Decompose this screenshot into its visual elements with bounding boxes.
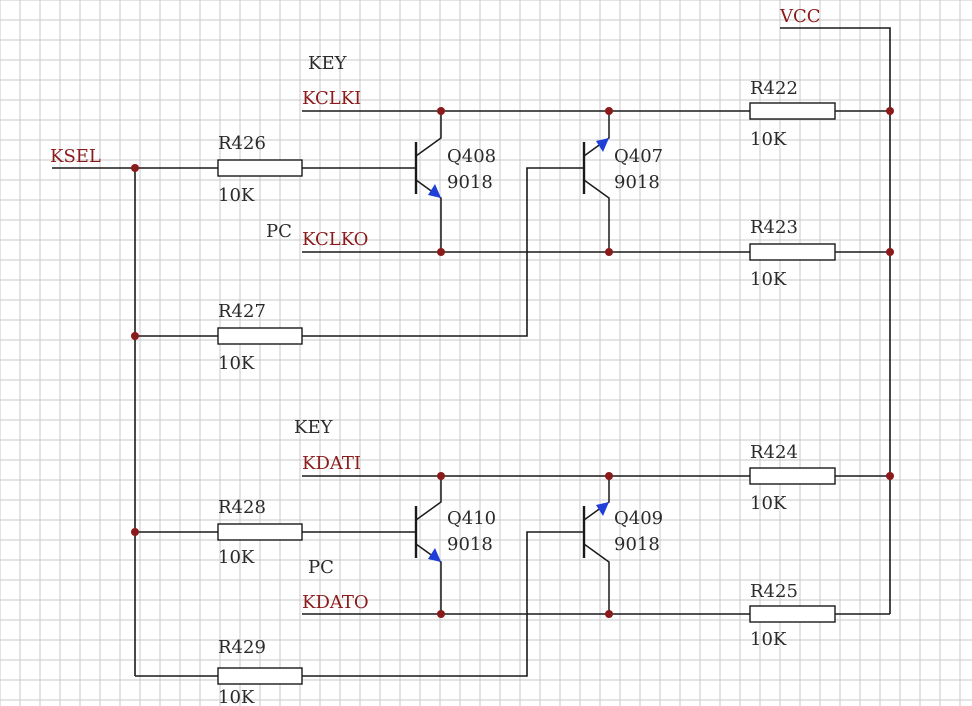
wire-r427-out [302, 167, 584, 337]
net-label-key-bottom: KEY [294, 417, 334, 438]
resistor-ref-label: R422 [750, 78, 798, 99]
resistor-r422 [749, 102, 836, 120]
junction-dot [605, 107, 613, 115]
transistor-type-label: 9018 [614, 172, 660, 193]
junction-dot [886, 248, 894, 256]
resistor-value-label: 10K [750, 493, 787, 514]
net-label-ksel: KSEL [50, 146, 101, 167]
transistor-type-label: 9018 [447, 172, 493, 193]
resistor-r423 [749, 243, 836, 261]
emitter-arrow-icon [596, 138, 609, 152]
net-label-pc-top: PC [266, 221, 292, 242]
resistor-labels: R422 10K R423 10K R424 10K R425 10K R426… [218, 78, 798, 706]
junction-dot [437, 107, 445, 115]
net-label-kdati: KDATI [302, 453, 361, 474]
junction-dot [605, 610, 613, 618]
resistor-r425 [749, 605, 836, 623]
resistor-ref-label: R423 [750, 217, 798, 238]
transistor-ref-label: Q409 [614, 508, 663, 529]
transistor-ref-label: Q408 [447, 146, 496, 167]
transistor-type-label: 9018 [614, 534, 660, 555]
resistor-value-label: 10K [218, 185, 255, 206]
emitter-arrow-icon [596, 502, 609, 516]
resistor-r426 [217, 159, 303, 177]
junction-dot [131, 164, 139, 172]
wire-vcc [780, 27, 891, 614]
resistor-value-label: 10K [218, 687, 255, 706]
junction-dot [131, 332, 139, 340]
resistor-value-label: 10K [750, 269, 787, 290]
resistor-ref-label: R427 [218, 301, 266, 322]
resistor-ref-label: R424 [750, 442, 798, 463]
net-label-key-top: KEY [308, 53, 348, 74]
emitter-arrow-icon [428, 548, 441, 562]
resistor-ref-label: R425 [750, 581, 798, 602]
resistor-value-label: 10K [218, 547, 255, 568]
junction-dot [886, 107, 894, 115]
transistor-type-label: 9018 [447, 534, 493, 555]
transistor-q407 [582, 111, 610, 252]
resistor-bodies [217, 102, 836, 685]
net-label-kclki: KCLKI [302, 88, 361, 109]
resistor-r424 [749, 467, 836, 485]
transistor-q408 [414, 111, 442, 252]
junctions [131, 107, 894, 618]
transistor-q409 [582, 476, 610, 614]
junction-dot [605, 248, 613, 256]
resistor-ref-label: R428 [218, 497, 266, 518]
transistor-labels: Q408 9018 Q407 9018 Q410 9018 Q409 9018 [447, 146, 663, 555]
resistor-value-label: 10K [750, 129, 787, 150]
resistor-value-label: 10K [218, 353, 255, 374]
net-labels: VCC KSEL KEY KCLKI PC KCLKO KEY KDATI PC… [50, 6, 821, 613]
emitter-arrow-icon [428, 184, 441, 198]
resistor-ref-label: R426 [218, 133, 266, 154]
junction-dot [437, 248, 445, 256]
resistor-r427 [217, 327, 303, 345]
net-label-kclko: KCLKO [302, 229, 368, 250]
junction-dot [605, 472, 613, 480]
junction-dot [886, 472, 894, 480]
wire-r429-out [302, 531, 584, 677]
net-label-kdato: KDATO [302, 592, 369, 613]
resistor-value-label: 10K [750, 629, 787, 650]
net-label-vcc: VCC [779, 6, 821, 27]
transistor-ref-label: Q407 [614, 146, 663, 167]
resistor-r429 [217, 667, 303, 685]
transistor-q410 [414, 476, 442, 614]
transistor-ref-label: Q410 [447, 508, 496, 529]
junction-dot [437, 472, 445, 480]
junction-dot [437, 610, 445, 618]
wires [52, 27, 891, 677]
junction-dot [131, 528, 139, 536]
net-label-pc-bottom: PC [308, 557, 334, 578]
resistor-r428 [217, 523, 303, 541]
resistor-ref-label: R429 [218, 637, 266, 658]
